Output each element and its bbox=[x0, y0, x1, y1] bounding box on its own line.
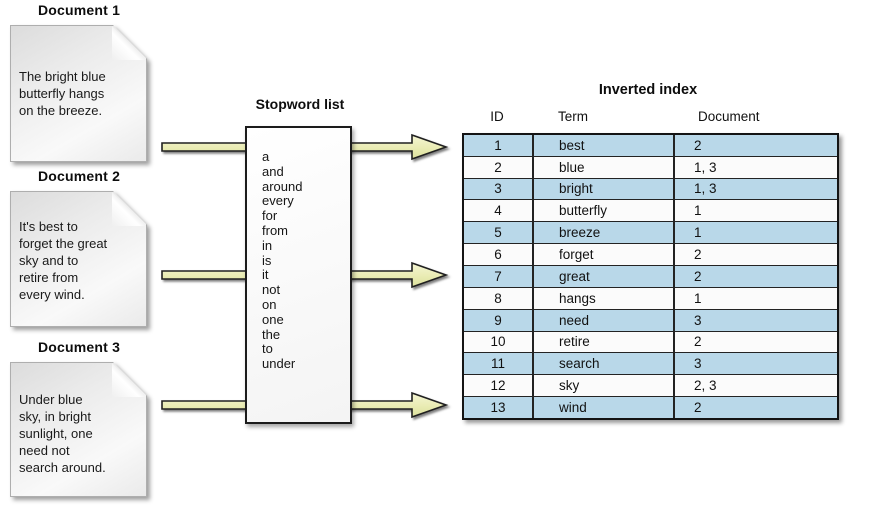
cell-id: 7 bbox=[464, 264, 533, 288]
stopword-item: from bbox=[262, 222, 288, 238]
document-1-title: Document 1 bbox=[37, 2, 121, 18]
cell-document: 3 bbox=[673, 352, 837, 375]
cell-term: sky bbox=[532, 374, 674, 397]
cell-term: bright bbox=[532, 177, 674, 200]
cell-id: 3 bbox=[464, 177, 533, 200]
cell-term: breeze bbox=[532, 221, 674, 244]
document-2-note: It's best to forget the great sky and to… bbox=[10, 191, 145, 325]
stopword-item: in bbox=[262, 237, 273, 253]
cell-document: 2 bbox=[673, 330, 837, 353]
column-header-term: Term bbox=[558, 109, 588, 124]
cell-term: forget bbox=[532, 243, 674, 266]
document-3-note: Under blue sky, in bright sunlight, one … bbox=[10, 362, 145, 495]
document-3-text: Under blue sky, in bright sunlight, one … bbox=[19, 392, 106, 475]
cell-id: 9 bbox=[464, 308, 533, 332]
document-2-text: It's best to forget the great sky and to… bbox=[19, 219, 108, 302]
stopword-item: is bbox=[262, 252, 272, 268]
stopword-item: on bbox=[262, 296, 277, 312]
stopword-item: around bbox=[262, 178, 303, 194]
cell-document: 2, 3 bbox=[673, 374, 837, 397]
column-header-id: ID bbox=[490, 109, 504, 124]
stopword-item: one bbox=[262, 311, 284, 327]
cell-document: 1, 3 bbox=[673, 155, 837, 179]
cell-term: search bbox=[532, 352, 674, 375]
cell-document: 2 bbox=[673, 135, 837, 157]
cell-id: 4 bbox=[464, 199, 533, 222]
cell-document: 1 bbox=[673, 199, 837, 222]
stopword-list-title: Stopword list bbox=[255, 96, 345, 112]
document-2-title: Document 2 bbox=[37, 168, 121, 184]
cell-document: 2 bbox=[673, 264, 837, 288]
cell-term: need bbox=[532, 308, 674, 332]
cell-term: best bbox=[532, 135, 674, 157]
column-header-document: Document bbox=[698, 109, 760, 124]
cell-term: butterfly bbox=[532, 199, 674, 222]
cell-id: 11 bbox=[464, 352, 533, 375]
cell-term: retire bbox=[532, 330, 674, 353]
cell-id: 13 bbox=[464, 396, 533, 418]
cell-document: 3 bbox=[673, 308, 837, 332]
cell-document: 1, 3 bbox=[673, 177, 837, 200]
cell-id: 6 bbox=[464, 243, 533, 266]
stopword-item: the bbox=[262, 326, 281, 342]
cell-term: hangs bbox=[532, 286, 674, 310]
cell-document: 2 bbox=[673, 243, 837, 266]
cell-id: 5 bbox=[464, 221, 533, 244]
cell-term: wind bbox=[532, 396, 674, 418]
cell-document: 1 bbox=[673, 221, 837, 244]
cell-id: 10 bbox=[464, 330, 533, 353]
cell-id: 12 bbox=[464, 374, 533, 397]
inverted-index-title: Inverted index bbox=[598, 82, 698, 98]
stopword-item: under bbox=[262, 356, 296, 372]
cell-term: great bbox=[532, 264, 674, 288]
stopword-item: every bbox=[262, 193, 294, 209]
document-1-note: The bright blue butterfly hangs on the b… bbox=[10, 25, 145, 160]
stopword-item: for bbox=[262, 208, 278, 224]
document-1-text: The bright blue butterfly hangs on the b… bbox=[19, 69, 106, 118]
cell-document: 2 bbox=[673, 396, 837, 418]
cell-term: blue bbox=[532, 155, 674, 179]
cell-document: 1 bbox=[673, 286, 837, 310]
stopword-item: to bbox=[262, 341, 273, 357]
stopword-item: not bbox=[262, 282, 281, 298]
cell-id: 1 bbox=[494, 137, 502, 153]
document-3-title: Document 3 bbox=[37, 339, 121, 355]
cell-id: 2 bbox=[464, 155, 533, 179]
cell-id: 8 bbox=[464, 286, 533, 310]
stopword-item: and bbox=[262, 163, 284, 179]
stopword-item: a bbox=[262, 149, 270, 164]
stopword-item: it bbox=[262, 267, 269, 283]
